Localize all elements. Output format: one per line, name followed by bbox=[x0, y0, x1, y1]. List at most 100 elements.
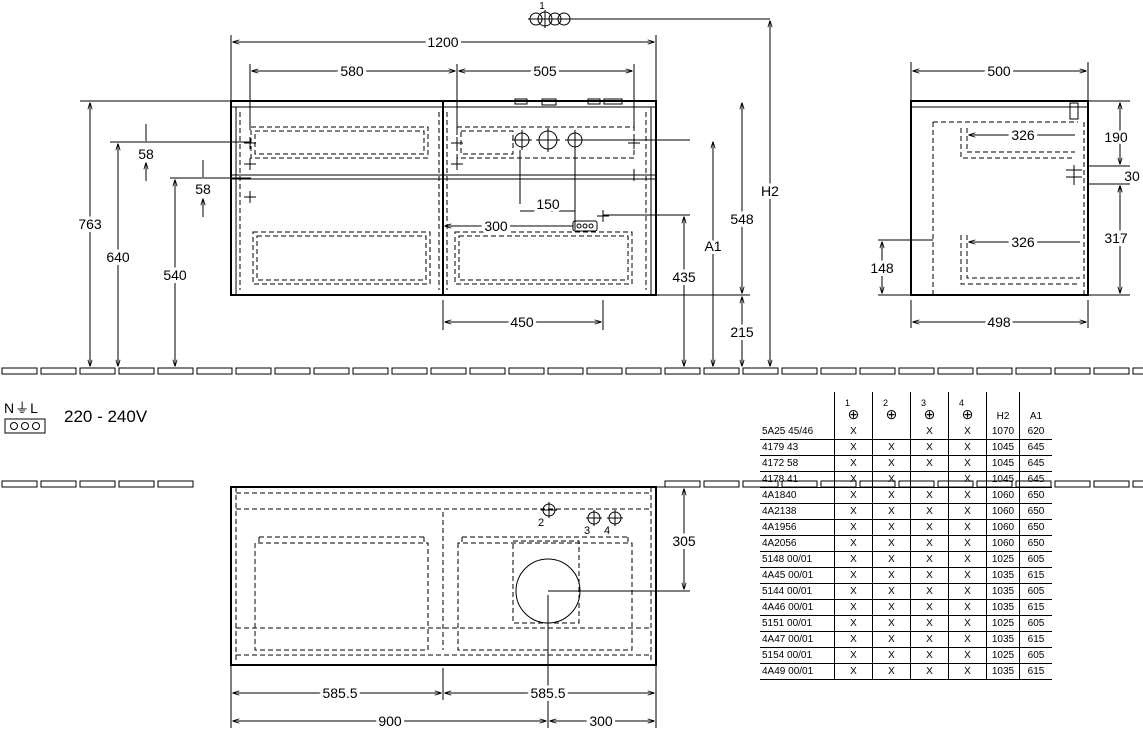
cell-c2: X bbox=[872, 583, 911, 600]
cell-c1: X bbox=[834, 471, 873, 488]
socket-3pin-icon bbox=[4, 418, 46, 434]
cell-h2: 1035 bbox=[986, 631, 1020, 648]
floor-tile bbox=[157, 480, 194, 488]
cell-c1: X bbox=[834, 551, 873, 568]
dim-500: 500 bbox=[987, 63, 1011, 79]
cell-a1: 615 bbox=[1019, 599, 1052, 616]
cell-code: 5154 00/01 bbox=[760, 647, 835, 664]
floor-tile bbox=[196, 367, 233, 375]
header-connection-4: 4⊕ bbox=[948, 392, 987, 424]
cell-code: 4A49 00/01 bbox=[760, 663, 835, 680]
power-connection: N⏚L bbox=[4, 398, 46, 439]
cell-c1: X bbox=[834, 487, 873, 504]
floor-tile bbox=[1132, 480, 1143, 488]
cell-c4: X bbox=[948, 663, 987, 680]
cell-c4: X bbox=[948, 424, 987, 440]
cell-c4: X bbox=[948, 487, 987, 504]
floor-tile bbox=[274, 367, 311, 375]
dim-317: 317 bbox=[1104, 230, 1128, 246]
cell-a1: 645 bbox=[1019, 471, 1052, 488]
cell-c2: X bbox=[872, 663, 911, 680]
cell-c4: X bbox=[948, 583, 987, 600]
cell-c4: X bbox=[948, 471, 987, 488]
cell-a1: 645 bbox=[1019, 455, 1052, 472]
floor-tile bbox=[625, 367, 662, 375]
cell-c2: X bbox=[872, 647, 911, 664]
floor-tile bbox=[508, 367, 545, 375]
cell-code: 4A46 00/01 bbox=[760, 599, 835, 616]
cell-c3: X bbox=[910, 551, 949, 568]
cell-c4: X bbox=[948, 503, 987, 520]
cell-h2: 1035 bbox=[986, 599, 1020, 616]
tap-icon: ⊕ bbox=[885, 406, 898, 422]
cell-h2: 1070 bbox=[986, 424, 1020, 440]
voltage-label: 220 - 240V bbox=[64, 407, 148, 426]
cell-h2: 1045 bbox=[986, 439, 1020, 456]
label-a1: A1 bbox=[704, 238, 721, 254]
floor-tile bbox=[664, 367, 701, 375]
cell-c4: X bbox=[948, 647, 987, 664]
cell-h2: 1045 bbox=[986, 455, 1020, 472]
cell-a1: 650 bbox=[1019, 503, 1052, 520]
cell-c3: X bbox=[910, 599, 949, 616]
table-corner bbox=[760, 392, 835, 424]
dim-1200: 1200 bbox=[427, 34, 458, 50]
cell-c3: X bbox=[910, 615, 949, 632]
cell-a1: 615 bbox=[1019, 567, 1052, 584]
tap-icon: ⊕ bbox=[923, 406, 936, 422]
cell-c3: X bbox=[910, 647, 949, 664]
cell-c3 bbox=[910, 471, 949, 488]
dim-498: 498 bbox=[987, 314, 1011, 330]
floor-tile bbox=[1093, 367, 1130, 375]
floor-tile bbox=[79, 480, 116, 488]
floor-tile bbox=[547, 367, 584, 375]
tap-icon: ⊕ bbox=[847, 406, 860, 422]
cell-c2: X bbox=[872, 519, 911, 536]
dim-215: 215 bbox=[730, 324, 754, 340]
dim-435: 435 bbox=[672, 269, 696, 285]
dim-58-a: 58 bbox=[138, 146, 154, 162]
floor-tile bbox=[40, 480, 77, 488]
cell-a1: 650 bbox=[1019, 519, 1052, 536]
dim-585-left: 585.5 bbox=[322, 685, 357, 701]
cell-h2: 1025 bbox=[986, 551, 1020, 568]
cell-c4: X bbox=[948, 455, 987, 472]
side-view: 500 498 326 326 190 30 317 148 bbox=[867, 60, 1140, 333]
floor-tile bbox=[1, 367, 38, 375]
cell-c1: X bbox=[834, 567, 873, 584]
dim-300-plan: 300 bbox=[589, 713, 613, 729]
cell-c4: X bbox=[948, 599, 987, 616]
cell-a1: 645 bbox=[1019, 439, 1052, 456]
floor-tile bbox=[1054, 480, 1091, 488]
cell-c2: X bbox=[872, 631, 911, 648]
cell-code: 4179 43 bbox=[760, 439, 835, 456]
cell-a1: 650 bbox=[1019, 487, 1052, 504]
cell-c2: X bbox=[872, 567, 911, 584]
dim-150: 150 bbox=[536, 196, 560, 212]
cell-code: 4178 41 bbox=[760, 471, 835, 488]
power-symbol: N⏚L bbox=[4, 400, 39, 416]
floor-tile bbox=[1, 480, 38, 488]
floor-tile bbox=[118, 367, 155, 375]
floor-tile bbox=[352, 367, 389, 375]
dim-540: 540 bbox=[163, 267, 187, 283]
floor-tile bbox=[937, 367, 974, 375]
floor-tile bbox=[1093, 480, 1130, 488]
cell-h2: 1035 bbox=[986, 663, 1020, 680]
floor-tiles bbox=[1, 367, 1143, 375]
cell-code: 5151 00/01 bbox=[760, 615, 835, 632]
tap-icon: ⊕ bbox=[961, 406, 974, 422]
cell-a1: 620 bbox=[1019, 424, 1052, 440]
front-elevation: 1200 580 505 763 640 540 58 58 150 300 4… bbox=[75, 1, 782, 366]
cell-c2: X bbox=[872, 455, 911, 472]
connection-label-4: 4 bbox=[604, 525, 610, 537]
